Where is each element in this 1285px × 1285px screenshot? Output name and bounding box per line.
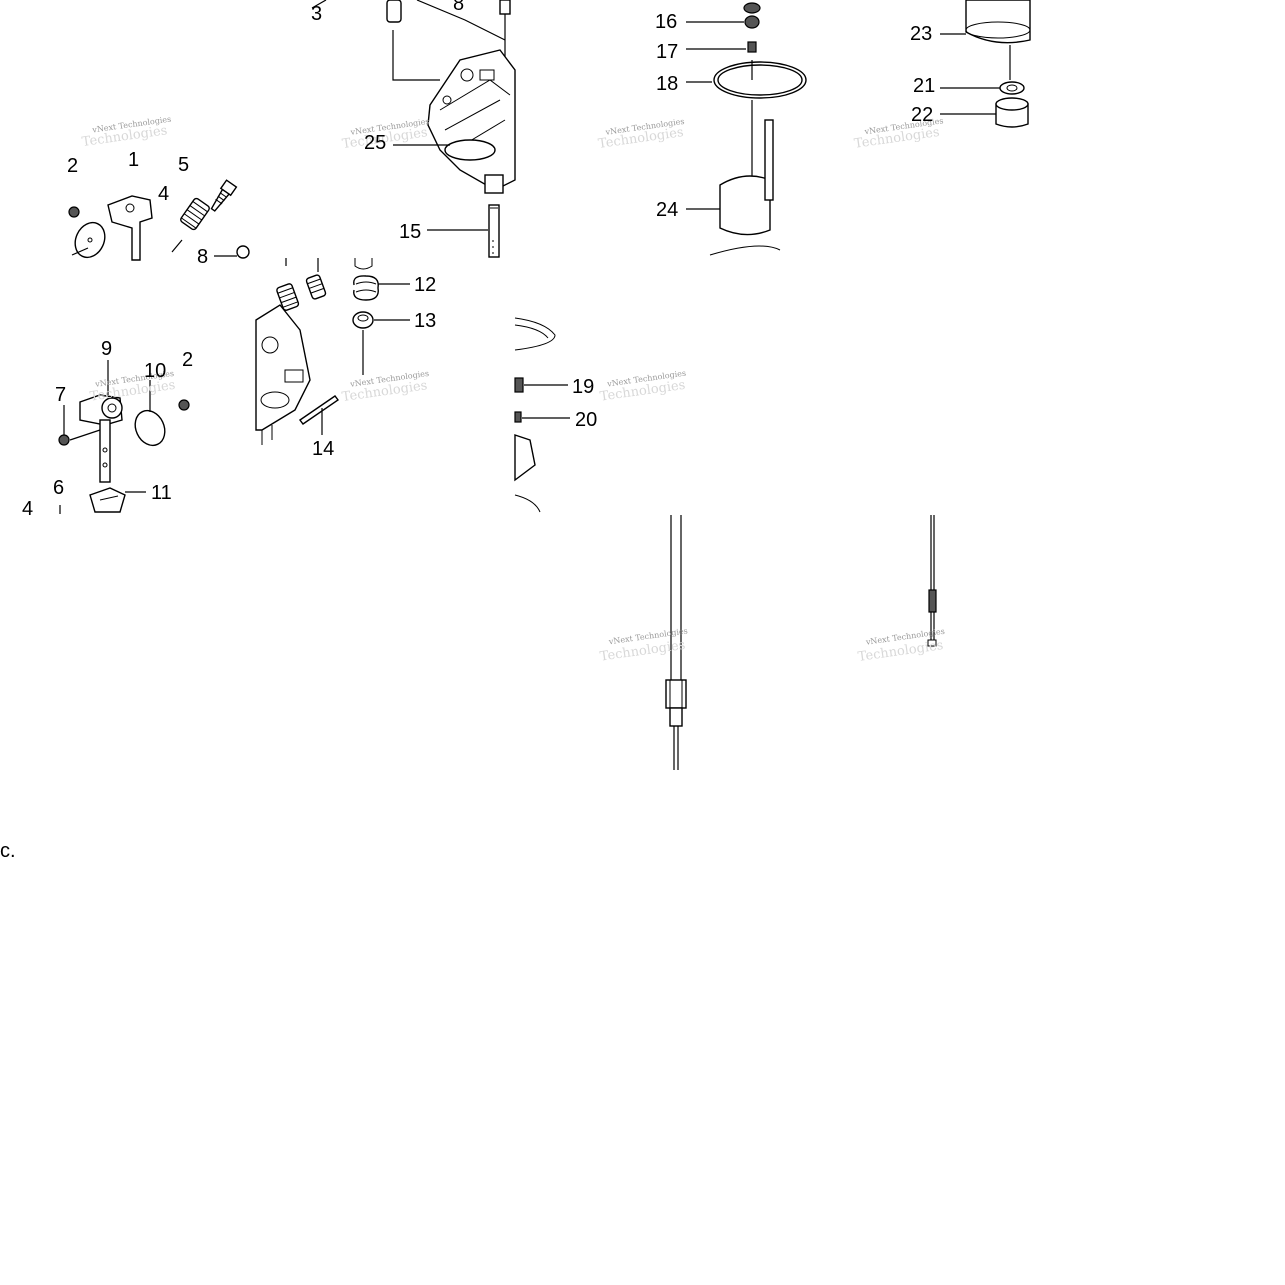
callout-16: 16 [655, 11, 677, 33]
carburetor-body-upper [311, 0, 516, 258]
callout-3: 3 [311, 3, 322, 25]
callout-8: 8 [453, 0, 464, 15]
callout-labels: 3 8 16 17 18 23 21 22 25 24 15 2 1 5 4 8… [0, 0, 935, 862]
callout-7: 7 [55, 384, 66, 406]
throttle-bracket-assembly [68, 179, 250, 261]
callout-13: 13 [414, 310, 436, 332]
callout-22: 22 [911, 104, 933, 126]
callout-18: 18 [656, 73, 678, 95]
callout-1: 1 [128, 149, 139, 171]
callout-24: 24 [656, 199, 678, 221]
callout-2: 2 [67, 155, 78, 177]
callout-12: 12 [414, 274, 436, 296]
drain-rod-assembly [665, 515, 687, 770]
callout-6: 6 [53, 477, 64, 499]
callout-11: 11 [151, 482, 172, 504]
needle-rod [927, 515, 937, 647]
callout-14: 14 [312, 438, 334, 460]
callout-4: 4 [158, 183, 169, 205]
callout-25: 25 [364, 132, 386, 154]
callout-9: 9 [101, 338, 112, 360]
callout-15: 15 [399, 221, 421, 243]
callout-5: 5 [178, 154, 189, 176]
callout-4: 4 [22, 498, 33, 520]
callout-10: 10 [144, 360, 166, 382]
callout-2: 2 [182, 349, 193, 371]
stray-text-c: c. [0, 840, 16, 862]
watermarks: Technologies vNext Technologies Technolo… [81, 115, 945, 665]
choke-shaft-assembly [58, 360, 190, 514]
callout-17: 17 [656, 41, 678, 63]
idle-screw-assembly [255, 258, 410, 445]
float-bowl-assembly [686, 2, 807, 256]
callout-21: 21 [913, 75, 935, 97]
jet-assembly [514, 317, 570, 513]
callout-20: 20 [575, 409, 597, 431]
callout-23: 23 [910, 23, 932, 45]
callout-19: 19 [572, 376, 594, 398]
bowl-drain-assembly [940, 0, 1031, 128]
callout-8: 8 [197, 246, 208, 268]
